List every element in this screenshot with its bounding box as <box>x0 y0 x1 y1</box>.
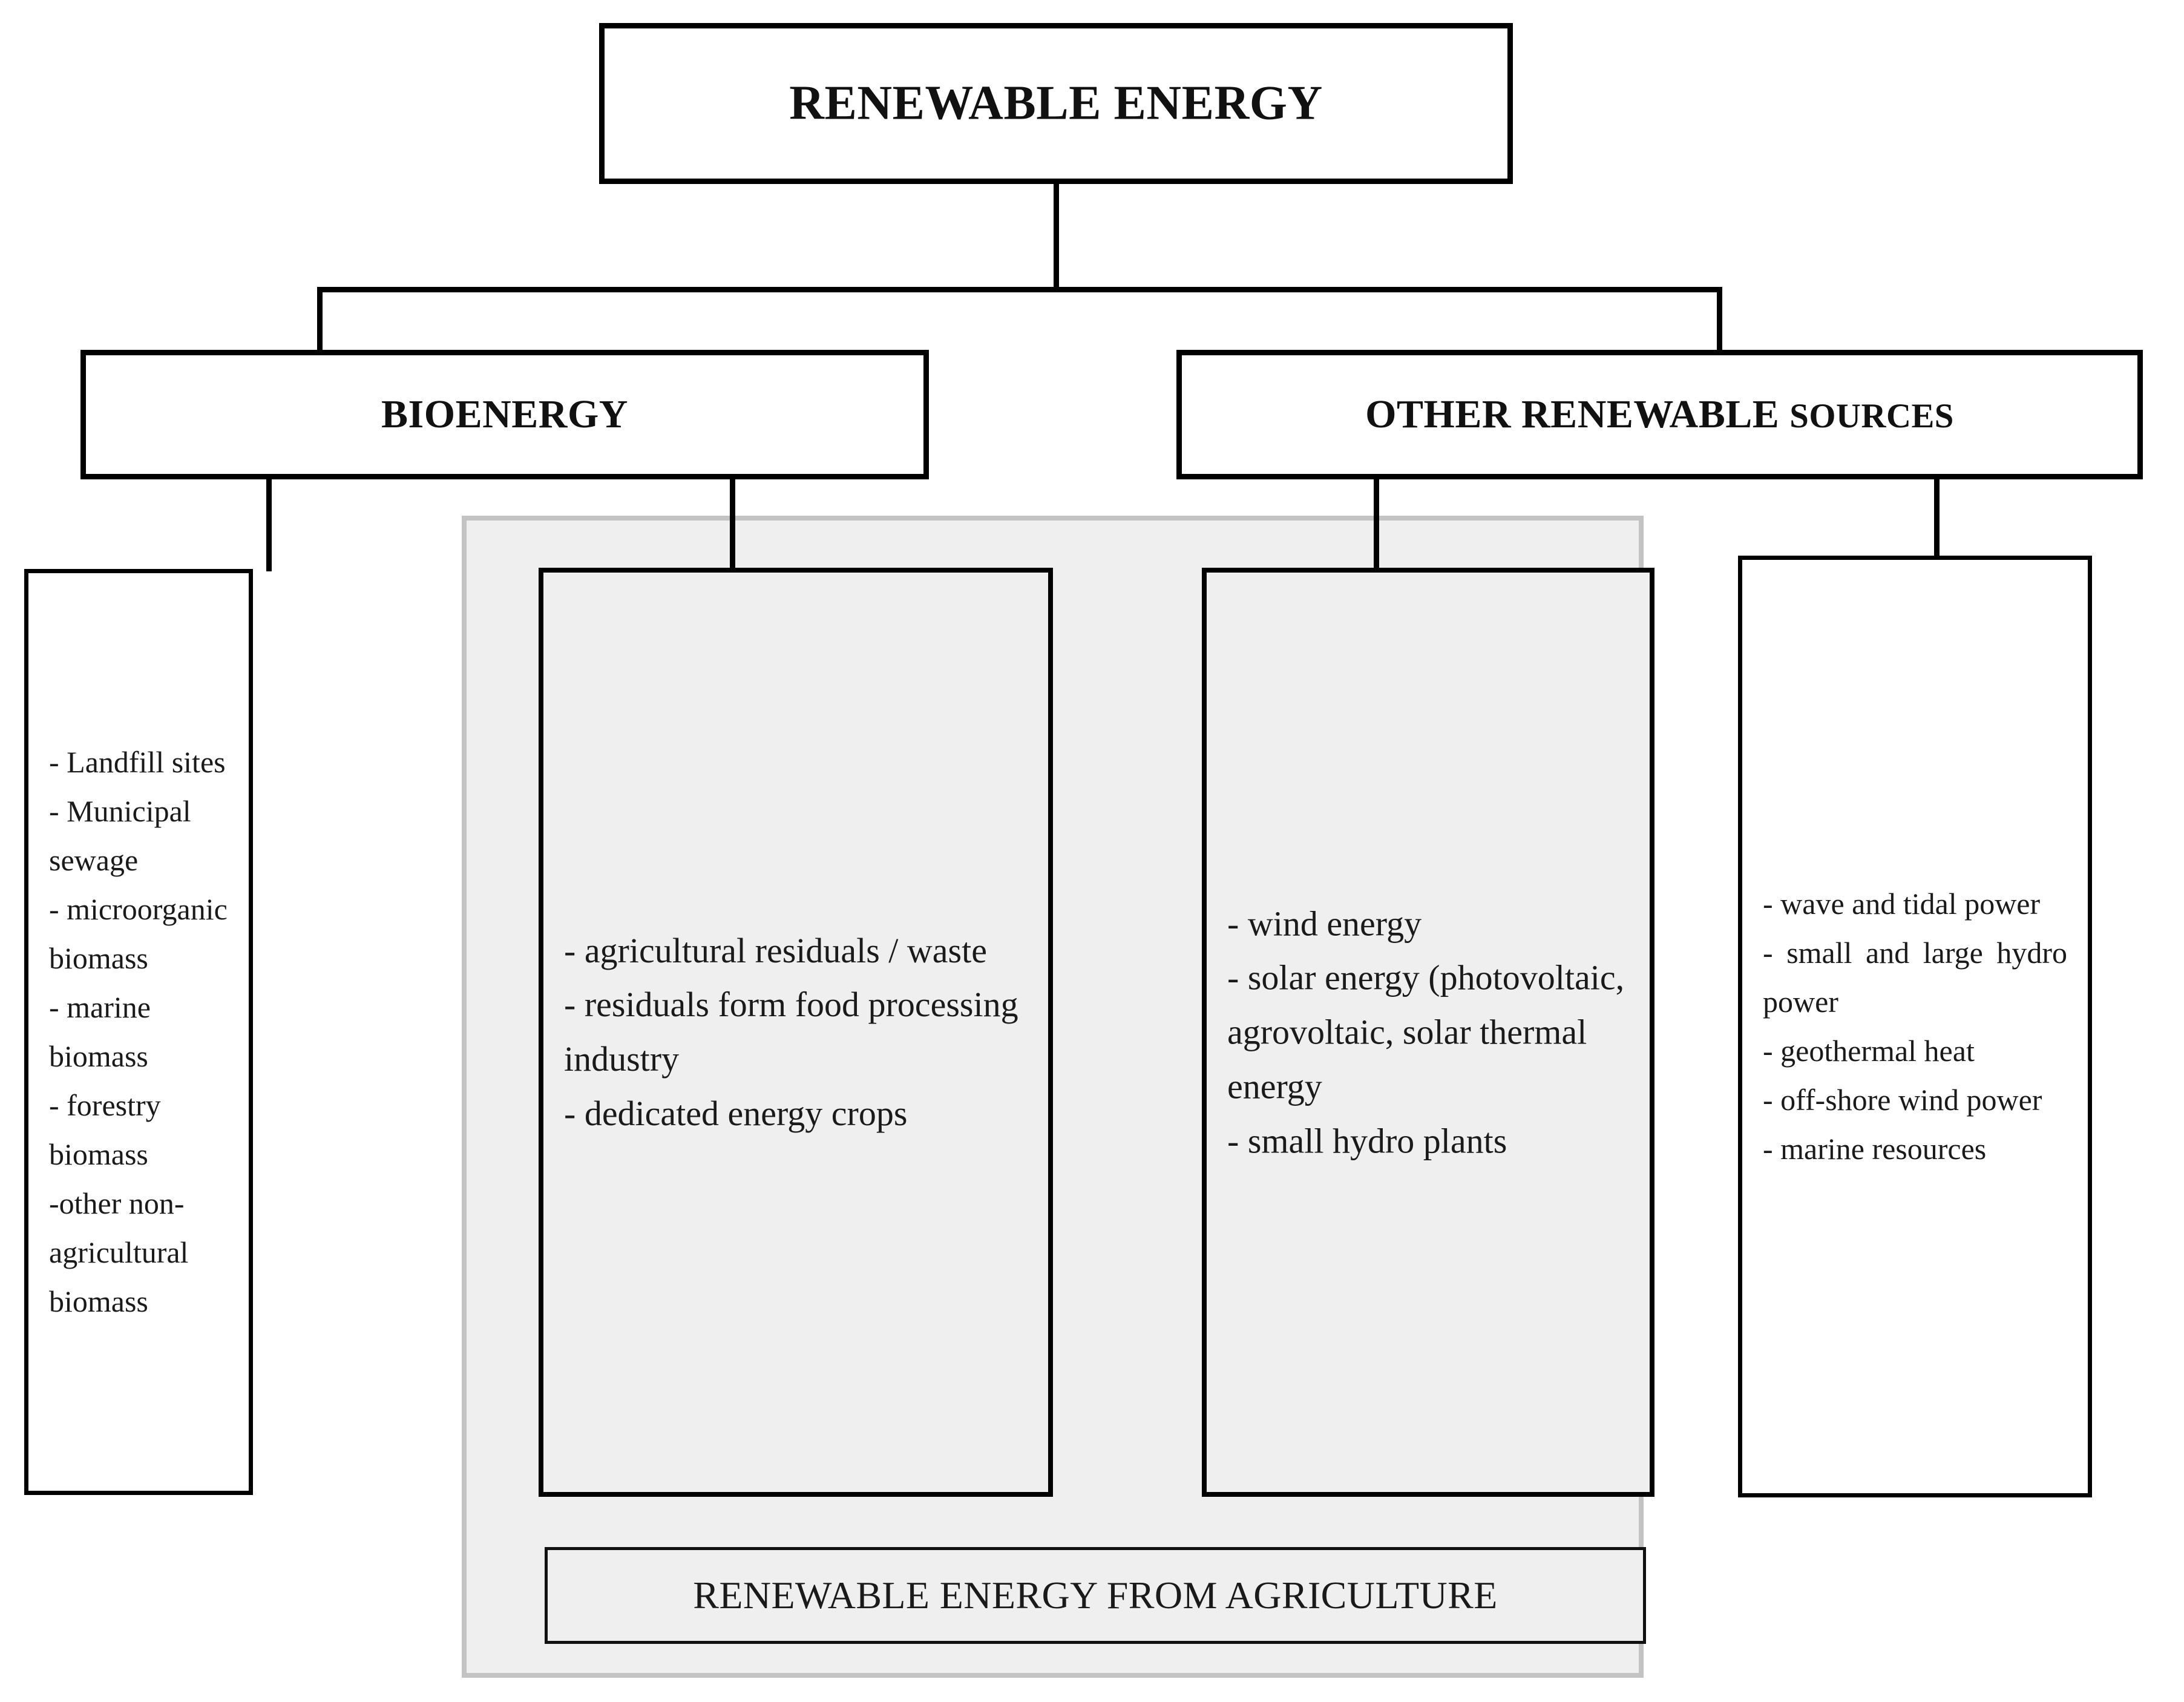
list-item: - Landfill sites <box>49 745 226 779</box>
connector-to-other-renewable <box>1717 287 1722 352</box>
node-other-renewable-sources-label-main: OTHER RENEWABLE <box>1365 392 1790 436</box>
node-other-renewable-sources[interactable]: OTHER RENEWABLE SOURCES <box>1176 350 2143 479</box>
connector-other-to-other-sources <box>1934 477 1940 558</box>
list-item: - agricultural residuals / waste <box>564 930 987 970</box>
list-item: - small and large hydro power <box>1763 936 2067 1019</box>
leaf-other-renewable-sources[interactable]: - wave and tidal power - small and large… <box>1738 556 2092 1497</box>
node-bioenergy-label: BIOENERGY <box>381 392 628 436</box>
leaf-other-renewable-sources-body: - wave and tidal power - small and large… <box>1742 879 2088 1174</box>
leaf-agricultural-residuals[interactable]: - agricultural residuals / waste - resid… <box>539 568 1053 1497</box>
list-item: - dedicated energy crops <box>564 1094 908 1134</box>
node-other-renewable-sources-label-smallcaps: SOURCES <box>1789 397 1954 435</box>
list-item: - wave and tidal power <box>1763 887 2041 921</box>
node-bioenergy[interactable]: BIOENERGY <box>80 350 929 479</box>
node-renewable-energy[interactable]: RENEWABLE ENERGY <box>599 23 1513 184</box>
list-item: - Municipal sewage <box>49 794 191 877</box>
leaf-bioenergy-non-agricultural-body: - Landfill sites - Municipal sewage - mi… <box>28 738 249 1326</box>
renewable-energy-from-agriculture-caption-label: RENEWABLE ENERGY FROM AGRICULTURE <box>693 1574 1498 1617</box>
list-item: - small hydro plants <box>1227 1121 1507 1161</box>
list-item: - wind energy <box>1227 903 1422 943</box>
connector-bioenergy-to-non-agricultural <box>266 477 272 571</box>
list-item: - solar energy (photovoltaic, agrovoltai… <box>1227 958 1625 1106</box>
list-item: - marine biomass <box>49 990 151 1073</box>
connector-to-bioenergy <box>317 287 323 352</box>
connector-bioenergy-to-agricultural-residuals <box>730 477 735 571</box>
leaf-other-renewable-agricultural-body: - wind energy - solar energy (photovolta… <box>1207 896 1650 1168</box>
connector-level1-bus <box>317 287 1722 292</box>
node-other-renewable-sources-label: OTHER RENEWABLE SOURCES <box>1182 392 2137 438</box>
leaf-other-renewable-agricultural[interactable]: - wind energy - solar energy (photovolta… <box>1202 568 1654 1497</box>
list-item: - residuals form food processing industr… <box>564 985 1018 1079</box>
list-item: - off-shore wind power <box>1763 1083 2042 1117</box>
connector-other-to-agricultural-sources <box>1374 477 1379 571</box>
list-item: - geothermal heat <box>1763 1034 1975 1068</box>
connector-root-stem <box>1054 184 1059 292</box>
list-item: -other non-agricultural biomass <box>49 1186 189 1318</box>
leaf-agricultural-residuals-body: - agricultural residuals / waste - resid… <box>543 924 1048 1142</box>
leaf-bioenergy-non-agricultural[interactable]: - Landfill sites - Municipal sewage - mi… <box>24 569 253 1495</box>
list-item: - forestry biomass <box>49 1088 161 1171</box>
node-renewable-energy-label: RENEWABLE ENERGY <box>789 76 1323 130</box>
renewable-energy-from-agriculture-caption-box[interactable]: RENEWABLE ENERGY FROM AGRICULTURE <box>545 1547 1646 1644</box>
list-item: - marine resources <box>1763 1132 1987 1166</box>
list-item: - microorganic biomass <box>49 892 228 975</box>
